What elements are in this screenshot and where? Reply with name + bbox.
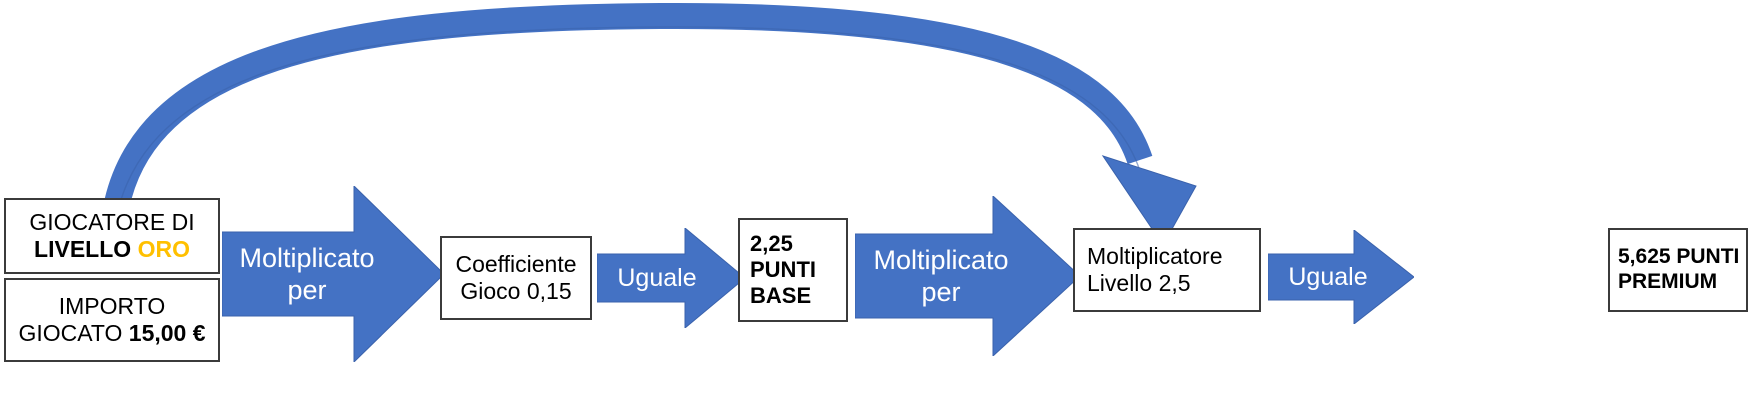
arrow-equals-1: Uguale: [597, 228, 745, 328]
box-game-coefficient: Coefficiente Gioco 0,15: [440, 236, 592, 320]
coefficient-line-2: Gioco 0,15: [460, 278, 572, 304]
player-line-1: GIOCATORE DI: [29, 208, 195, 235]
block-arrow-icon: [222, 186, 444, 362]
box-player-level: GIOCATORE DI LIVELLO ORO: [4, 198, 220, 274]
player-line-2: LIVELLO ORO: [34, 236, 190, 263]
block-arrow-icon: [855, 196, 1080, 356]
premium-points-line-1: 5,625 PUNTI: [1618, 245, 1740, 269]
arrow-equals-2: Uguale: [1268, 230, 1414, 324]
box-premium-points: 5,625 PUNTI PREMIUM: [1608, 228, 1748, 312]
amount-label: GIOCATO: [18, 320, 123, 346]
block-arrow-icon: [597, 228, 745, 328]
box-amount-played: IMPORTO GIOCATO 15,00 €: [4, 278, 220, 362]
base-points-value: 2,25: [750, 231, 793, 257]
amount-value: 15,00 €: [128, 320, 206, 346]
base-points-line-3: BASE: [750, 282, 812, 308]
arrow-multiplied-by-2: Moltiplicato per: [855, 196, 1080, 356]
arrow-multiplied-by-1: Moltiplicato per: [222, 186, 444, 362]
amount-line-2: GIOCATO 15,00 €: [18, 320, 205, 347]
amount-line-1: IMPORTO: [58, 292, 166, 319]
box-base-points: 2,25 PUNTI BASE: [738, 218, 848, 322]
base-points-line-2: PUNTI: [750, 257, 816, 283]
level-multiplier-line-2: Livello 2,5: [1087, 270, 1191, 296]
level-multiplier-line-1: Moltiplicatore: [1087, 242, 1223, 269]
block-arrow-icon: [1268, 230, 1414, 324]
player-level-value: ORO: [137, 236, 190, 262]
premium-points-line-2: PREMIUM: [1618, 270, 1718, 293]
player-level-label: LIVELLO: [34, 236, 132, 262]
coefficient-line-1: Coefficiente: [455, 250, 577, 277]
box-level-multiplier: Moltiplicatore Livello 2,5: [1073, 228, 1261, 312]
